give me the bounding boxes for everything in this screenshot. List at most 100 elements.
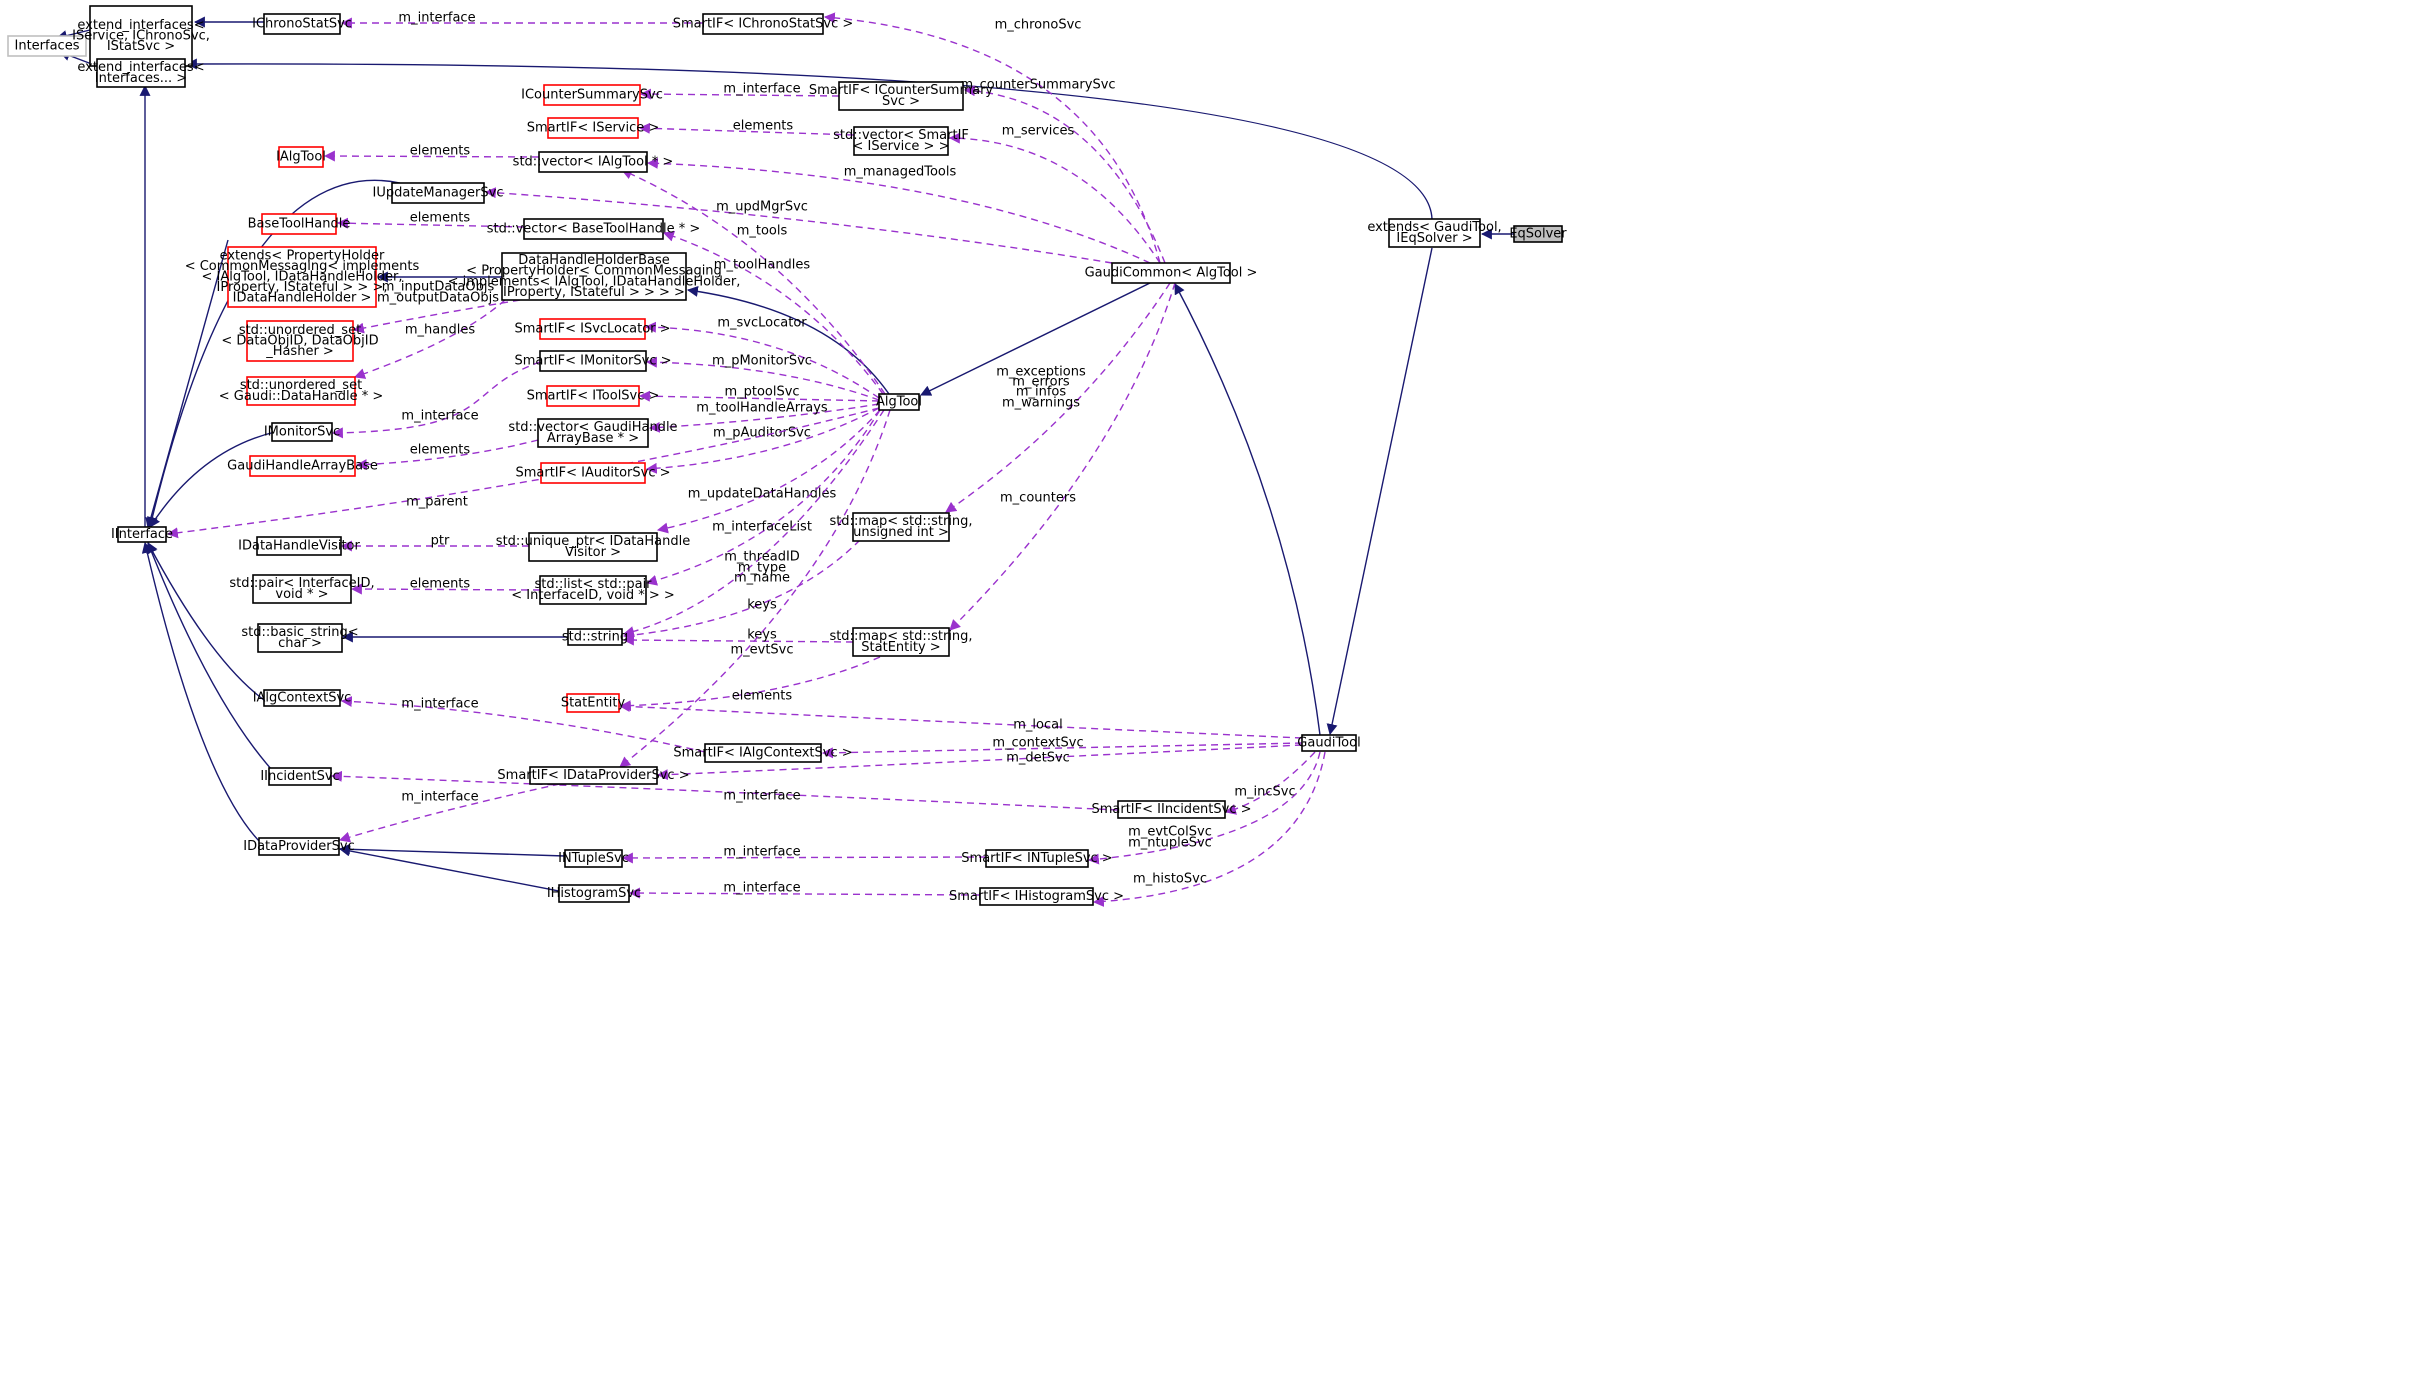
node-label-line: EqSolver (1509, 227, 1567, 242)
class-node-eqsolver[interactable]: EqSolver (1509, 225, 1567, 243)
class-node-extends-propholder[interactable]: extends< PropertyHolder< CommonMessaging… (185, 246, 420, 308)
usage-arrow (823, 12, 1161, 264)
usage-arrow (338, 783, 561, 843)
class-node-gaudicommon[interactable]: GaudiCommon< AlgTool > (1085, 262, 1258, 284)
usage-arrow (662, 231, 884, 395)
class-node-list-pair[interactable]: std::list< std::pair< InterfaceID, void … (511, 575, 675, 605)
class-node-sif-iincidentsvc[interactable]: SmartIF< IIncidentSvc > (1091, 800, 1252, 819)
class-node-pair-interfaceid[interactable]: std::pair< InterfaceID,void * > (229, 574, 375, 604)
usage-arrow (619, 409, 891, 768)
class-node-vec-gaudihandlearraybase[interactable]: std::vector< GaudiHandleArrayBase * > (508, 418, 678, 448)
edge-ialgcontextsvc-to-iinterface (147, 542, 265, 701)
node-label-line: IAlgTool (276, 150, 326, 165)
edge-sif_ihistogramsvc-to-ihistogramsvc: m_interface (628, 881, 981, 899)
class-node-sif-iauditorsvc[interactable]: SmartIF< IAuditorSvc > (515, 462, 671, 484)
node-label-line: IMonitorSvc (264, 425, 340, 440)
class-node-idataprovidersvc[interactable]: IDataProviderSvc (243, 837, 355, 856)
class-node-vec-ialgtool[interactable]: std::vector< IAlgTool * > (513, 151, 674, 173)
node-box (979, 887, 1094, 906)
edge-label: m_interface (401, 409, 478, 424)
edge-label: m_managedTools (844, 165, 957, 180)
class-node-ialgtool[interactable]: IAlgTool (276, 146, 326, 168)
node-label-line: IDataHandleHolder > (233, 291, 372, 306)
node-label-line: < DataObjID, DataObjID (221, 334, 378, 349)
class-node-extends-gauditool[interactable]: extends< GaudiTool,IEqSolver > (1367, 218, 1502, 248)
class-node-sif-isvclocator[interactable]: SmartIF< ISvcLocator > (514, 318, 671, 340)
usage-arrow (645, 407, 880, 474)
usage-arrow (638, 390, 880, 402)
class-node-imonitorsvc[interactable]: IMonitorSvc (264, 422, 340, 442)
class-node-iinterface[interactable]: IInterface (111, 526, 173, 543)
class-node-ihistogramsvc[interactable]: IHistogramSvc (547, 884, 641, 903)
edge-gaudicommon-to-vec_sif_iservice: m_services (948, 124, 1161, 264)
node-label-line: < InterfaceID, void * > > (511, 588, 675, 603)
node-box (702, 13, 824, 35)
node-box (547, 117, 639, 139)
usage-arrow (645, 356, 880, 401)
node-label-line: std::pair< InterfaceID, (229, 576, 374, 591)
node-box (249, 455, 356, 477)
class-node-iupdatemanagersvc[interactable]: IUpdateManagerSvc (373, 182, 504, 204)
class-node-gauditool[interactable]: GaudiTool (1297, 734, 1361, 752)
class-node-ext-if-interfaces[interactable]: extend_interfaces<Interfaces... > (77, 58, 205, 88)
node-box (852, 512, 950, 542)
usage-arrow (353, 299, 506, 379)
class-node-sif-intuplesvc[interactable]: SmartIF< INTupleSvc > (961, 849, 1113, 868)
class-node-sif-ihistogramsvc[interactable]: SmartIF< IHistogramSvc > (949, 887, 1124, 906)
class-node-idatahandlevisitor[interactable]: IDataHandleVisitor (238, 536, 361, 556)
class-node-ialgcontextsvc[interactable]: IAlgContextSvc (253, 689, 352, 707)
edge-label: elements (410, 144, 471, 159)
class-node-sif-itoolsvc[interactable]: SmartIF< IToolSvc > (527, 385, 660, 407)
class-node-map-unsigned[interactable]: std::map< std::string,unsigned int > (829, 512, 973, 542)
class-node-icountersummarysvc[interactable]: ICounterSummarySvc (521, 84, 663, 106)
edge-sif_intuplesvc-to-intuplesvc: m_interface (621, 845, 987, 864)
class-node-vec-basetoolhandle[interactable]: std::vector< BaseToolHandle * > (487, 218, 701, 240)
class-node-sif-icountersummary[interactable]: SmartIF< ICounterSummarySvc > (809, 81, 994, 111)
node-label-line: IUpdateManagerSvc (373, 186, 504, 201)
class-node-interfaces[interactable]: Interfaces (7, 35, 87, 57)
edge-uptr_visitor-to-idatahandlevisitor: ptr (340, 534, 529, 552)
node-box (528, 532, 658, 562)
class-node-datahandleholderbase[interactable]: DataHandleHolderBase< PropertyHolder< Co… (448, 252, 741, 301)
node-box (1513, 225, 1563, 243)
class-node-algtool[interactable]: AlgTool (876, 393, 922, 411)
edge-gauditool-to-sif_ihistogramsvc: m_histoSvc (1092, 751, 1326, 907)
node-box (838, 81, 964, 111)
class-node-basic-string[interactable]: std::basic_string<char > (241, 623, 359, 653)
edge-label: m_incSvc (1234, 785, 1295, 800)
class-node-uptr-visitor[interactable]: std::unique_ptr< IDataHandleVisitor > (496, 532, 690, 562)
class-node-sif-ichronostatsvc[interactable]: SmartIF< IChronoStatSvc > (673, 13, 854, 35)
class-node-statentity[interactable]: StatEntity (561, 693, 626, 713)
class-node-gaudihandlearraybase[interactable]: GaudiHandleArrayBase (227, 455, 378, 477)
class-node-uset-datahandle[interactable]: std::unordered_set< Gaudi::DataHandle * … (219, 376, 383, 406)
class-node-std-string[interactable]: std::string (562, 628, 628, 646)
node-label-line: IDataProviderSvc (243, 839, 355, 854)
edge-vec_ialgtool-to-ialgtool: elements (323, 144, 540, 162)
class-node-sif-idataprovidersvc[interactable]: SmartIF< IDataProviderSvc > (497, 766, 690, 785)
node-label-line: std::list< std::pair (534, 577, 652, 592)
class-node-sif-iservice[interactable]: SmartIF< IService > (527, 117, 660, 139)
edge-label: m_contextSvc (992, 736, 1083, 751)
inheritance-arrow (1174, 283, 1321, 736)
class-node-intuplesvc[interactable]: INTupleSvc (558, 849, 629, 868)
usage-arrow (644, 321, 880, 399)
edge-algtool-to-vec_basetoolhandle: m_toolHandles (662, 231, 884, 395)
class-node-uset-dataobjid[interactable]: std::unordered_set< DataObjID, DataObjID… (221, 320, 379, 362)
node-label-line: SmartIF< IDataProviderSvc > (497, 768, 689, 783)
class-node-vec-sif-iservice[interactable]: std::vector< SmartIF< IService > > (833, 126, 969, 156)
usage-arrow (648, 403, 880, 433)
usage-arrow (646, 157, 1151, 264)
class-node-basetoolhandle[interactable]: BaseToolHandle (248, 213, 351, 235)
node-label-line: SmartIF< IAuditorSvc > (515, 466, 670, 481)
edge-label: m_interface (723, 82, 800, 97)
edge-gaudicommon-to-sif_icountersummary: m_counterSummarySvc (960, 78, 1166, 264)
class-node-ichronostatsvc[interactable]: IChronoStatSvc (252, 13, 352, 35)
edge-label: keys (747, 628, 777, 643)
node-label-line: std::map< std::string, (829, 629, 972, 644)
class-node-iincidentsvc[interactable]: IIncidentSvc (260, 767, 340, 786)
class-node-ext-if-chrono[interactable]: extend_interfaces<IService, IChronoSvc,I… (72, 5, 210, 67)
class-node-sif-imonitorsvc[interactable]: SmartIF< IMonitorSvc > (514, 350, 672, 372)
usage-arrow (645, 409, 881, 586)
class-node-map-statentity[interactable]: std::map< std::string,StatEntity > (829, 627, 973, 657)
class-node-sif-ialgcontextsvc[interactable]: SmartIF< IAlgContextSvc > (673, 743, 853, 763)
